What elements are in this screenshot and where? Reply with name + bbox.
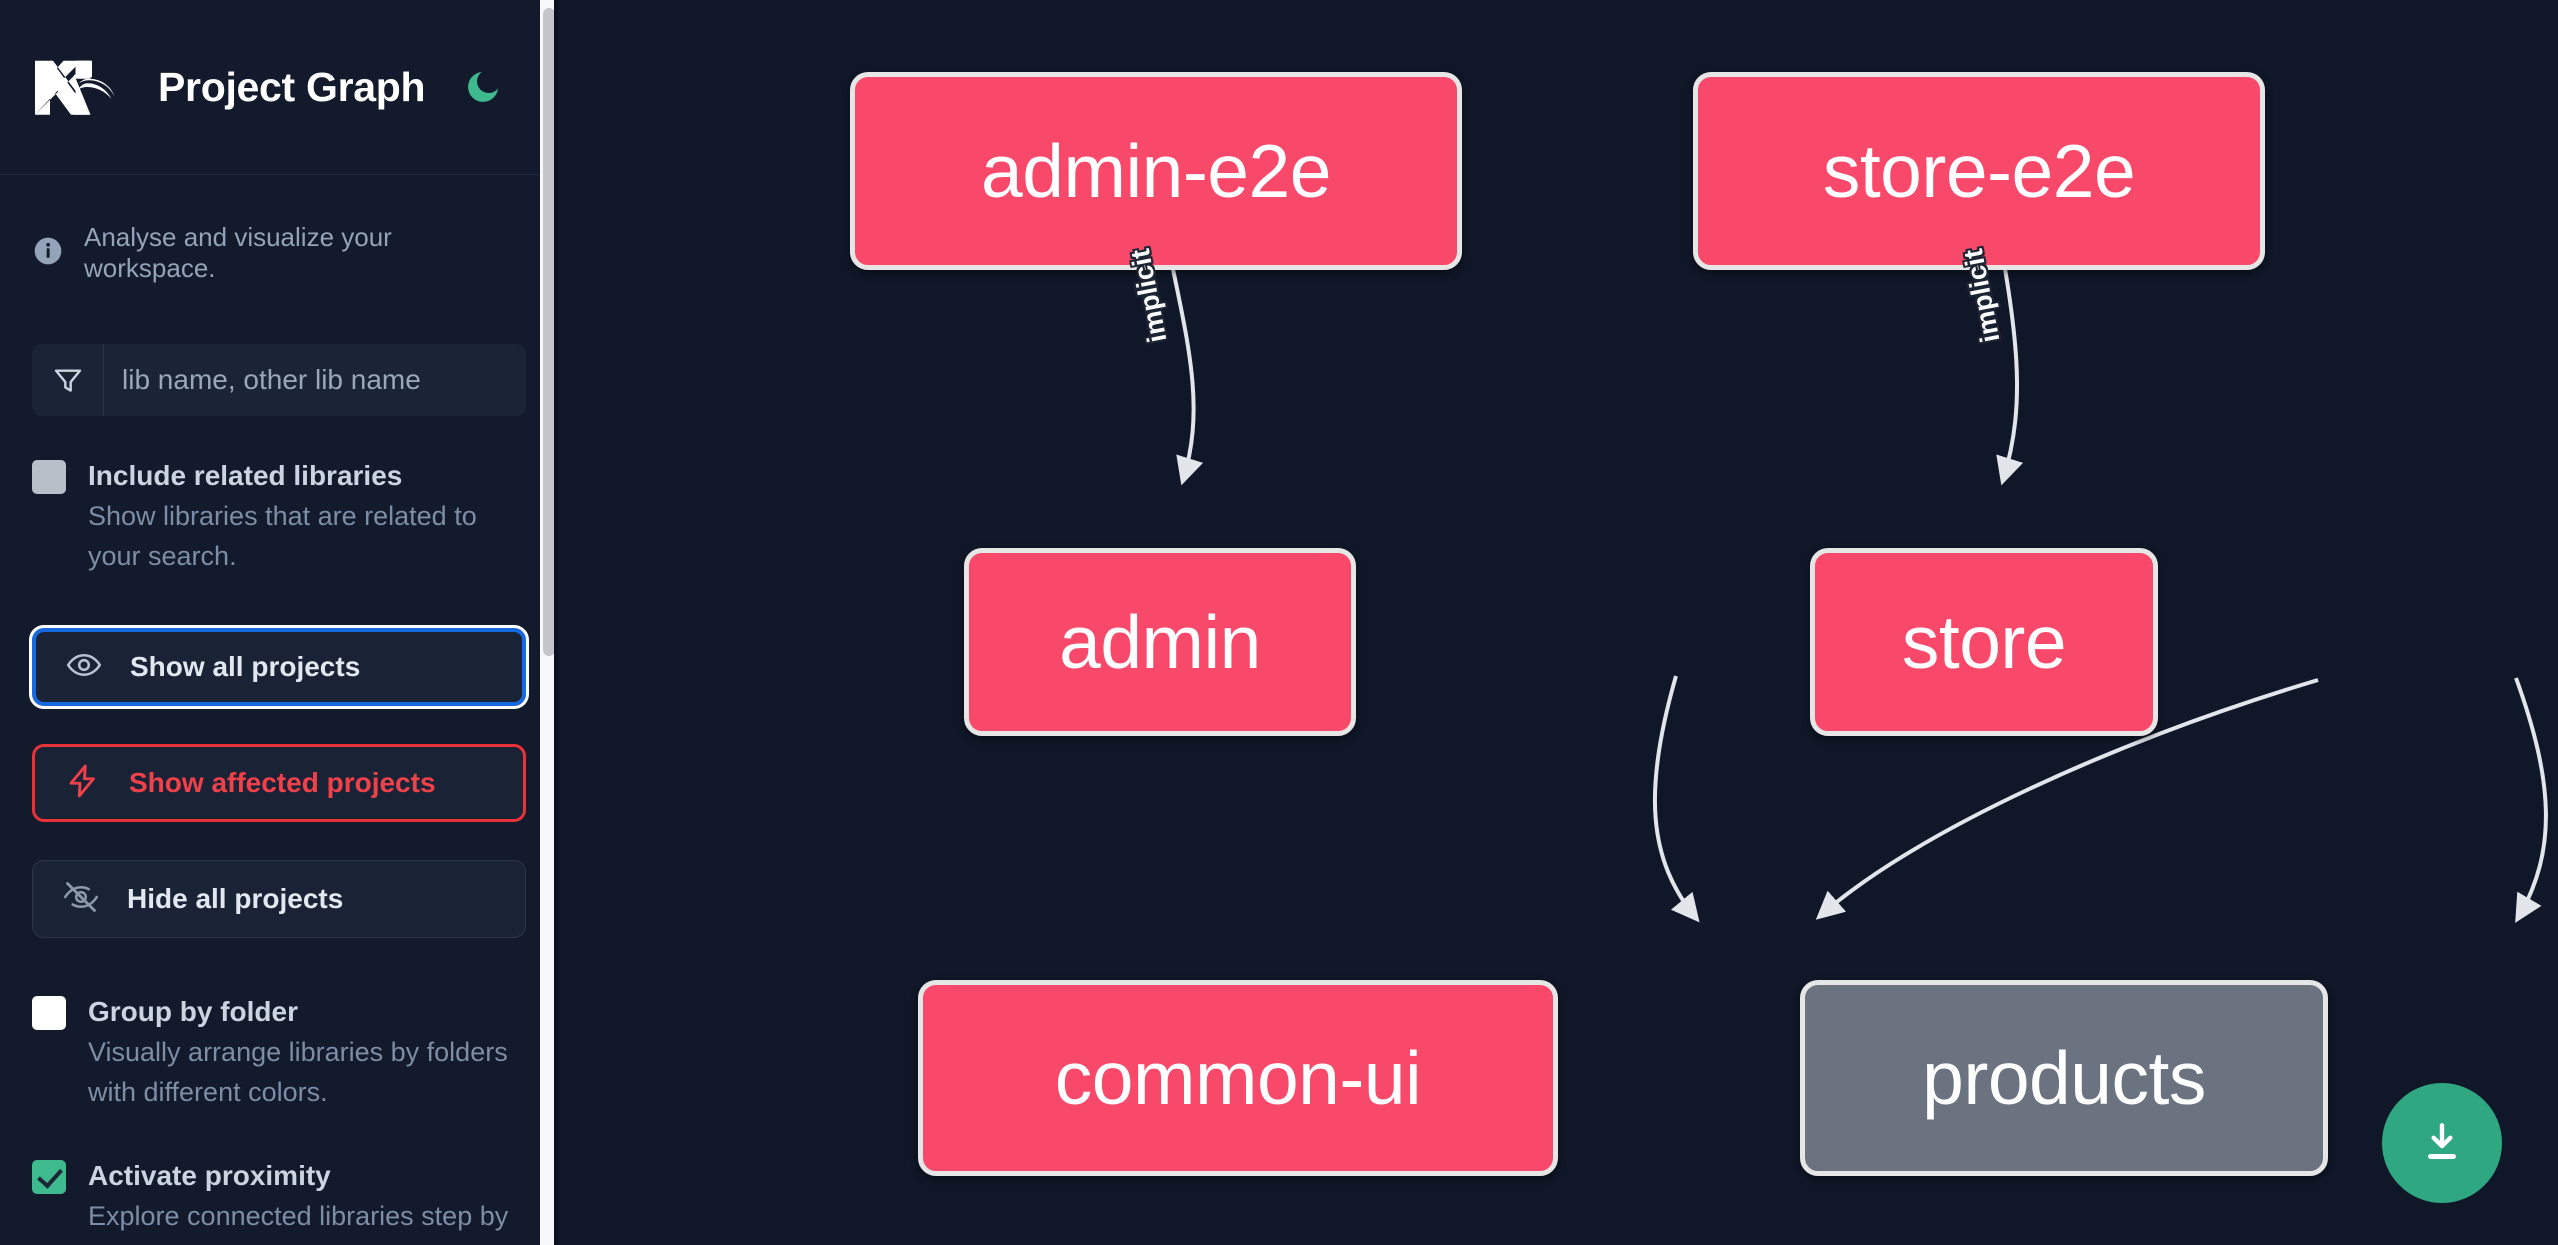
sidebar-header: Project Graph [0, 0, 558, 175]
graph-node-label: products [1922, 1036, 2206, 1120]
info-icon [32, 235, 64, 272]
activate-proximity-label: Activate proximity [88, 1160, 331, 1191]
eye-off-icon [63, 879, 99, 920]
include-related-libraries-checkbox[interactable] [32, 460, 66, 494]
graph-node-admin[interactable]: admin [964, 548, 1356, 736]
filter-field[interactable] [32, 344, 526, 416]
filter-icon [32, 344, 104, 416]
sidebar-divider [554, 0, 558, 1245]
download-button[interactable] [2382, 1083, 2502, 1203]
lightning-bolt-icon [65, 763, 101, 804]
download-icon [2428, 1123, 2456, 1160]
graph-node-store[interactable]: store [1810, 548, 2158, 736]
graph-node-label: common-ui [1054, 1036, 1422, 1120]
show-all-projects-button[interactable]: Show all projects [29, 625, 529, 709]
graph-node-admin-e2e[interactable]: admin-e2e [850, 72, 1462, 270]
graph-node-label: admin-e2e [981, 129, 1331, 213]
group-by-folder-description: Visually arrange libraries by folders wi… [88, 1037, 508, 1107]
graph-node-products[interactable]: products [1800, 980, 2328, 1176]
show-all-projects-label: Show all projects [130, 651, 361, 682]
checkbox-include-related-libraries[interactable]: Include related libraries Show libraries… [0, 456, 558, 576]
nx-logo-icon [32, 56, 122, 118]
checkbox-activate-proximity[interactable]: Activate proximity Explore connected lib… [0, 1156, 558, 1245]
include-related-libraries-description: Show libraries that are related to your … [88, 501, 477, 571]
page-title: Project Graph [158, 63, 426, 110]
hide-all-projects-button[interactable]: Hide all projects [32, 860, 526, 938]
sidebar-scrollbar[interactable] [540, 0, 558, 1245]
activate-proximity-checkbox[interactable] [32, 1160, 66, 1194]
show-affected-projects-button[interactable]: Show affected projects [32, 744, 526, 822]
edge-store-to-products [2514, 677, 2548, 923]
show-affected-projects-label: Show affected projects [129, 767, 436, 798]
search-input[interactable] [104, 344, 526, 416]
edge-admin-to-common-ui [1652, 675, 1700, 923]
hide-all-projects-label: Hide all projects [127, 883, 344, 914]
eye-icon [66, 647, 102, 688]
graph-node-label: store [1901, 600, 2067, 684]
include-related-libraries-label: Include related libraries [88, 460, 403, 491]
workspace-info-text: Analyse and visualize your workspace. [84, 222, 392, 283]
sidebar-scrollbar-thumb[interactable] [543, 8, 555, 656]
checkbox-group-by-folder[interactable]: Group by folder Visually arrange librari… [0, 992, 558, 1112]
graph-node-common-ui[interactable]: common-ui [918, 980, 1558, 1176]
graph-canvas[interactable]: admin-e2e store-e2e admin store common-u… [558, 0, 2558, 1245]
activate-proximity-description: Explore connected libraries step by step… [88, 1201, 509, 1245]
workspace-info: Analyse and visualize your workspace. [0, 222, 558, 284]
graph-node-store-e2e[interactable]: store-e2e [1693, 72, 2265, 270]
sidebar: Project Graph Analyse and visualize your… [0, 0, 558, 1245]
graph-node-label: admin [1059, 600, 1261, 684]
group-by-folder-checkbox[interactable] [32, 996, 66, 1030]
edge-store-to-common-ui [1815, 678, 2319, 920]
group-by-folder-label: Group by folder [88, 996, 298, 1027]
moon-icon[interactable] [461, 65, 505, 109]
graph-node-label: store-e2e [1822, 129, 2136, 213]
